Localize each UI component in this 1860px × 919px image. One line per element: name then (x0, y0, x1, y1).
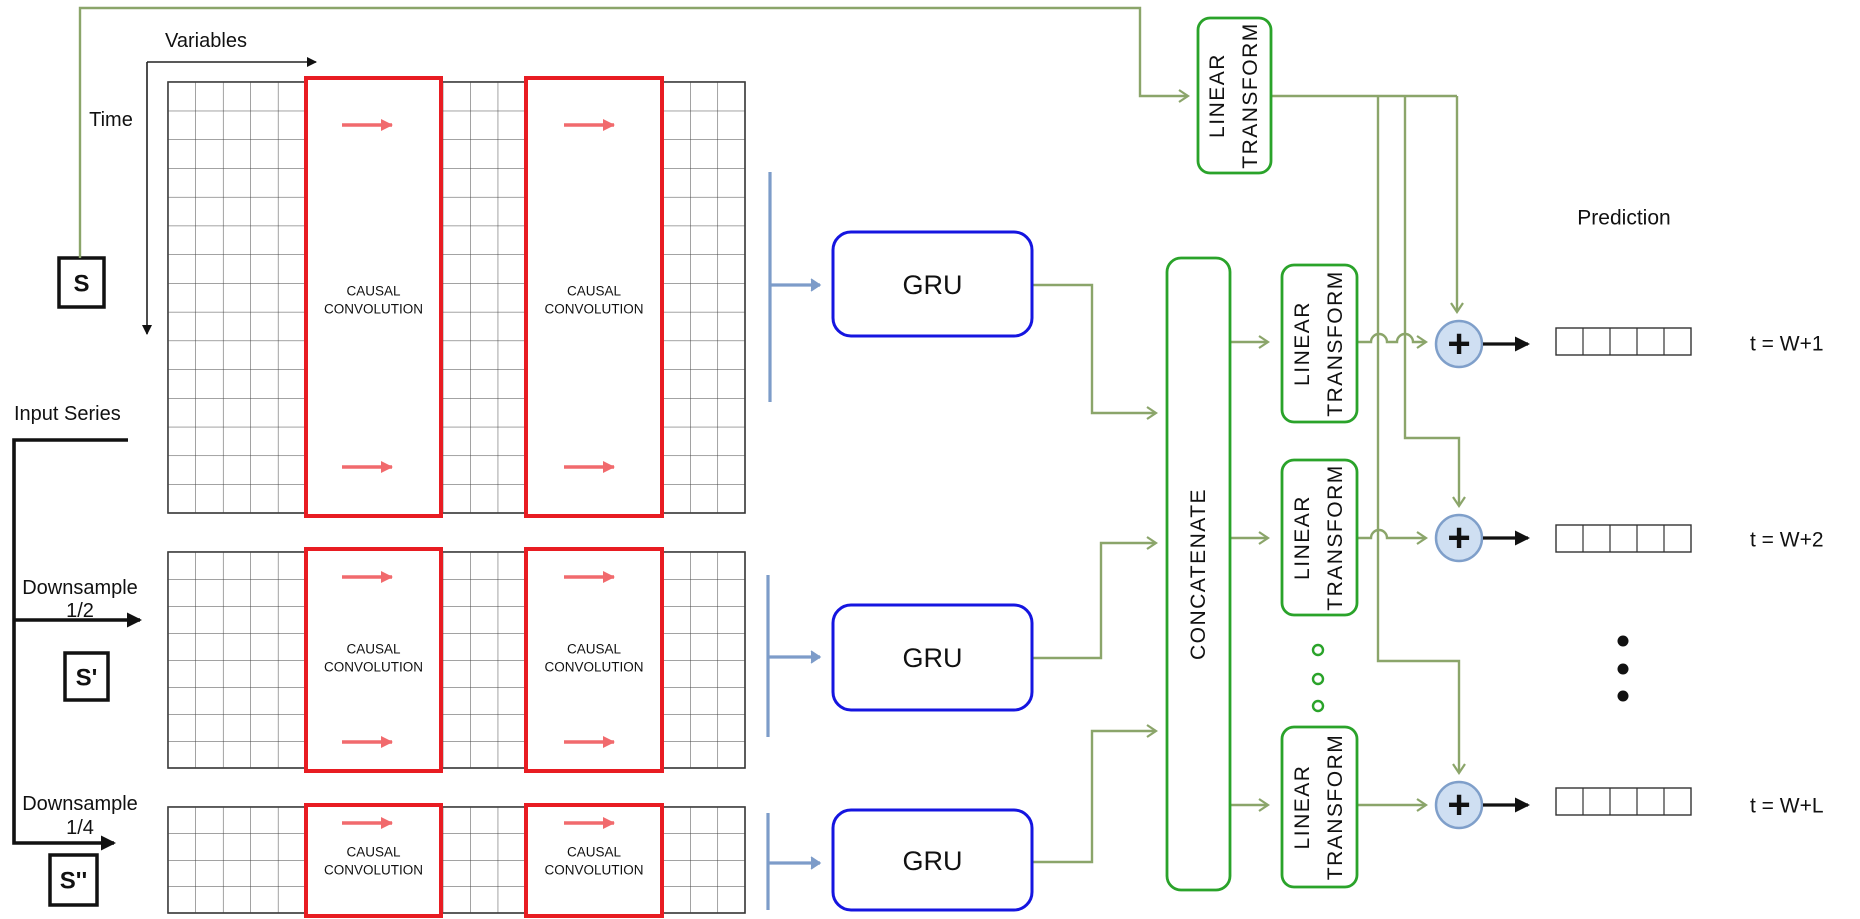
s-double-prime-box-label: S'' (60, 868, 87, 895)
black-ellipsis-dot (1617, 690, 1629, 702)
s-box (57, 256, 106, 309)
sum-node-2 (1434, 513, 1484, 563)
gru2-to-concatenate (1032, 536, 1158, 660)
linear-transform-label: LINEAR (1291, 765, 1314, 850)
variables-axis-label: Variables (165, 30, 247, 52)
downsample-half-fraction: 1/2 (66, 600, 94, 622)
linear-transform-label: TRANSFORM (1324, 270, 1347, 417)
linear1-to-sum1 (1357, 332, 1428, 349)
causal-convolution-label: CONVOLUTION (544, 863, 643, 878)
black-ellipsis-dot (1617, 663, 1629, 675)
causal-convolution-box-2a (304, 547, 443, 773)
gru1-to-concatenate (1032, 283, 1158, 420)
gru-box-3 (831, 808, 1034, 912)
linear-transform-box-1 (1280, 263, 1359, 424)
s-double-prime-box (48, 853, 99, 907)
plus-icon: + (1447, 783, 1470, 827)
input-series-label: Input Series (14, 403, 121, 425)
causal-convolution-label: CONVOLUTION (324, 302, 423, 317)
gru-label: GRU (903, 643, 963, 673)
s-prime-box (63, 651, 110, 702)
sum-node-1 (1434, 319, 1484, 369)
green-ellipsis-dot (1311, 672, 1325, 686)
concatenate-label: CONCATENATE (1187, 488, 1210, 660)
input-series-bracket (12, 438, 128, 851)
linear-transform-label: LINEAR (1206, 53, 1229, 138)
s-box-label: S (73, 271, 89, 298)
gru-label: GRU (903, 270, 963, 300)
prediction-row-3 (1555, 787, 1692, 816)
linear-transform-label: LINEAR (1291, 301, 1314, 386)
gru-box-1 (831, 230, 1034, 338)
gru-label: GRU (903, 846, 963, 876)
causal-convolution-label: CONVOLUTION (324, 863, 423, 878)
causal-convolution-box-1b (524, 76, 664, 518)
green-ellipsis-dot (1311, 699, 1325, 713)
linear-transform-label: LINEAR (1291, 495, 1314, 580)
prediction-row-2 (1555, 524, 1692, 553)
gru-box-2 (831, 603, 1034, 712)
linear-transform-box-top (1196, 16, 1273, 175)
downsample-quarter-fraction: 1/4 (66, 817, 94, 839)
causal-convolution-label: CONVOLUTION (544, 302, 643, 317)
causal-convolution-label: CAUSAL (567, 845, 622, 860)
linear-transform-label: TRANSFORM (1324, 734, 1347, 881)
linear-transform-box-3 (1280, 725, 1359, 889)
timestep-label-3: t = W+L (1750, 795, 1824, 818)
causal-convolution-label: CAUSAL (346, 284, 401, 299)
plus-icon: + (1447, 516, 1470, 560)
linear-transform-label: TRANSFORM (1324, 464, 1347, 611)
gru3-to-concatenate (1032, 724, 1158, 864)
linear2-to-sum2 (1357, 528, 1428, 545)
linear-transform-box-2 (1280, 458, 1359, 617)
concatenate-box (1165, 256, 1232, 892)
causal-convolution-label: CAUSAL (567, 642, 622, 657)
causal-convolution-label: CONVOLUTION (324, 660, 423, 675)
downsample-quarter-label: Downsample (22, 793, 138, 815)
skip-drop-to-sum2 (1403, 96, 1466, 508)
causal-convolution-label: CAUSAL (346, 845, 401, 860)
linear-transform-label: TRANSFORM (1239, 22, 1262, 169)
causal-convolution-label: CAUSAL (567, 284, 622, 299)
skip-drop-to-sum3 (1376, 96, 1466, 775)
timestep-label-1: t = W+1 (1750, 333, 1824, 356)
causal-convolution-box-1a (304, 76, 443, 518)
causal-convolution-label: CAUSAL (346, 642, 401, 657)
green-ellipsis-dot (1311, 643, 1325, 657)
prediction-row-1 (1555, 327, 1692, 356)
s-skip-connector (78, 6, 1190, 258)
causal-convolution-label: CONVOLUTION (544, 660, 643, 675)
s-prime-box-label: S' (76, 665, 98, 692)
causal-convolution-box-2b (524, 547, 664, 773)
prediction-label: Prediction (1577, 207, 1670, 230)
downsample-half-label: Downsample (22, 577, 138, 599)
plus-icon: + (1447, 322, 1470, 366)
black-ellipsis-dot (1617, 635, 1629, 647)
sum-node-3 (1434, 780, 1484, 830)
timestep-label-2: t = W+2 (1750, 529, 1824, 552)
time-axis-label: Time (89, 109, 133, 131)
